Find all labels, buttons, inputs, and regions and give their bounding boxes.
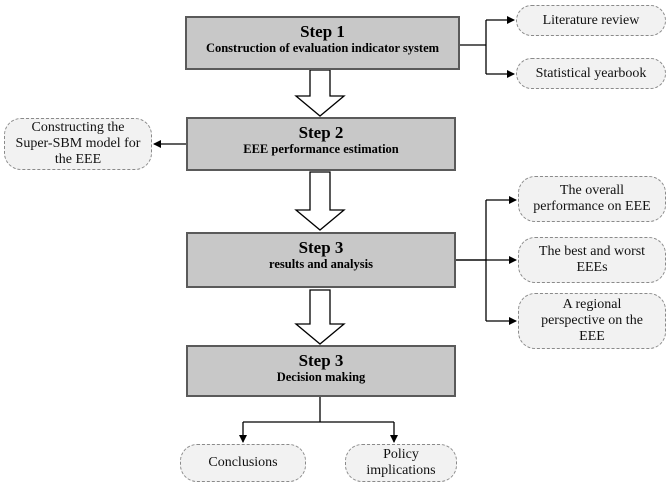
- output-statistical-yearbook: Statistical yearbook: [516, 58, 666, 89]
- step1-title: Step 1: [300, 22, 345, 41]
- output-literature-review: Literature review: [516, 5, 666, 36]
- output-overall-performance: The overall performance on EEE: [518, 176, 666, 222]
- block-arrow-1-2: [294, 69, 346, 117]
- step3-title: Step 3: [298, 238, 344, 257]
- step1-subtitle: Construction of evaluation indicator sys…: [205, 41, 440, 55]
- final-branch: [239, 397, 398, 443]
- output-policy-implications: Policy implications: [345, 444, 457, 482]
- step4-box: Step 3 Decision making: [186, 345, 456, 397]
- output-conclusions: Conclusions: [180, 444, 306, 482]
- step3-subtitle: results and analysis: [269, 257, 373, 271]
- output-super-sbm-model: Constructing the Super-SBM model for the…: [4, 118, 152, 170]
- step3-branch: [456, 196, 517, 325]
- block-arrow-3-4: [294, 289, 346, 345]
- step2-box: Step 2 EEE performance estimation: [186, 117, 456, 171]
- block-arrow-2-3: [294, 171, 346, 231]
- step2-title: Step 2: [298, 123, 344, 142]
- step1-box: Step 1 Construction of evaluation indica…: [185, 16, 460, 70]
- step4-title: Step 3: [298, 351, 344, 370]
- step4-subtitle: Decision making: [276, 370, 366, 384]
- output-regional-perspective: A regional perspective on the EEE: [518, 293, 666, 349]
- step2-subtitle: EEE performance estimation: [243, 142, 399, 156]
- step1-branch: [460, 16, 515, 78]
- output-best-worst: The best and worst EEEs: [518, 237, 666, 283]
- step3-box: Step 3 results and analysis: [186, 232, 456, 288]
